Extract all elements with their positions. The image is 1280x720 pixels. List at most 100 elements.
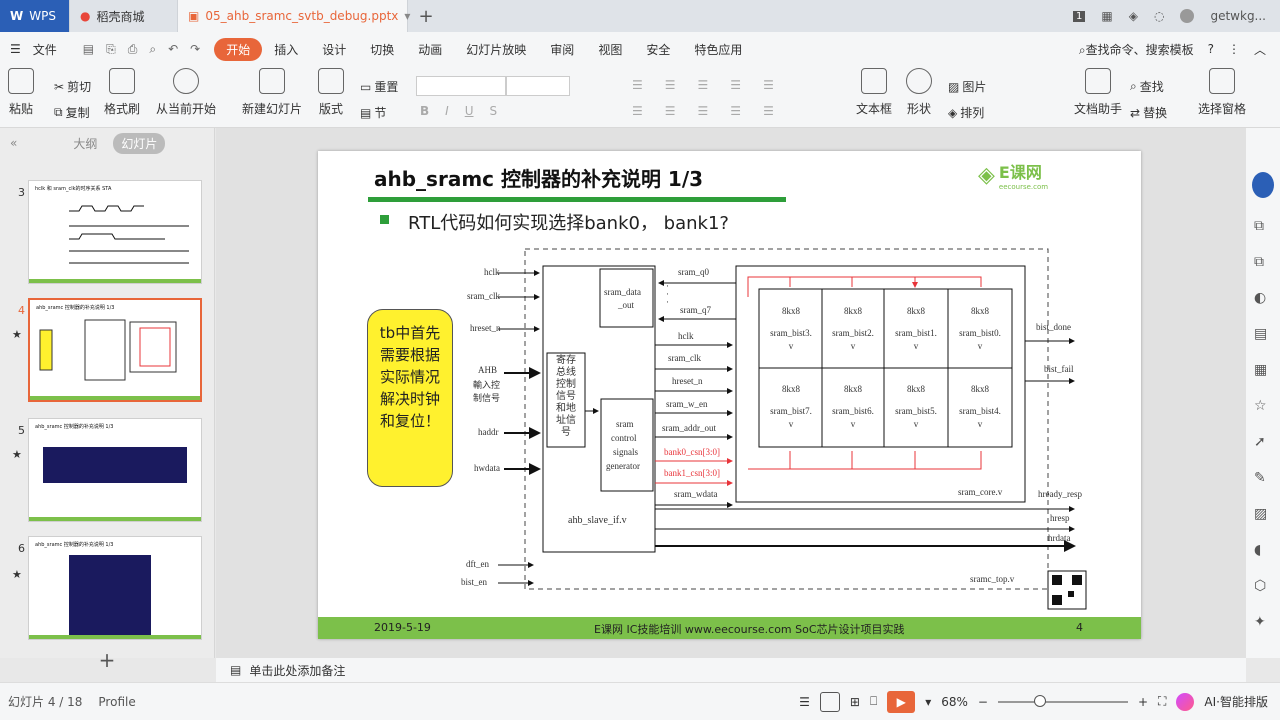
tab-outline[interactable]: 大纲 [73,136,98,151]
notes-placeholder[interactable]: 单击此处添加备注 [249,663,346,678]
menu-animation[interactable]: 动画 [418,42,443,57]
underline-icon[interactable]: U [464,104,474,118]
textbox-button[interactable]: 文本框 [856,68,892,117]
bold-icon[interactable]: B [420,104,430,118]
replace-button[interactable]: ⇄替换 [1130,104,1167,121]
notes-bar[interactable]: ▤ 单击此处添加备注 [216,658,1246,682]
italic-icon[interactable]: I [445,104,449,118]
spacing-icon[interactable]: ☰ [763,78,774,92]
cursor-icon[interactable]: ➚ [1254,434,1266,450]
slide-title[interactable]: ahb_sramc 控制器的补充说明 1/3 [374,167,704,191]
avatar[interactable] [1180,9,1195,23]
menu-home[interactable]: 开始 [214,37,263,61]
menu-icon[interactable]: ☰ [799,694,810,709]
doc-helper-button[interactable]: 文档助手 [1074,68,1122,117]
search-command[interactable]: ⌕查找命令、搜索模板 [1079,41,1194,58]
zoom-slider[interactable] [997,694,1128,707]
zoom-value[interactable]: 68% [941,694,968,709]
export-icon[interactable]: ⎘ [106,41,116,56]
layout-icon[interactable]: ▦ [1101,9,1113,23]
justify-icon[interactable]: ☰ [730,104,742,118]
template-icon[interactable]: ▦ [1254,362,1268,378]
bell-icon[interactable]: ◌ [1153,9,1165,23]
menu-features[interactable]: 特色应用 [694,42,743,57]
copy-button[interactable]: ⧉复制 [54,104,90,121]
indent-icon[interactable]: ☰ [697,78,709,92]
print-icon[interactable]: ⎙ [127,41,138,56]
shape-button[interactable]: 形状 [906,68,932,117]
tool-icon[interactable]: ✦ [1254,614,1266,630]
zoom-in-icon[interactable]: + [1137,694,1149,709]
style-icon[interactable]: ◐ [1254,290,1267,306]
selection-pane-button[interactable]: 选择窗格 [1198,68,1246,117]
tab-document[interactable]: ▣05_ahb_sramc_svtb_debug.pptx▾ [178,0,411,32]
cut-button[interactable]: ✂剪切 [54,78,91,95]
close-icon[interactable]: ▾ [404,9,411,23]
menu-insert[interactable]: 插入 [274,42,299,57]
undo-icon[interactable]: ↶ [168,41,179,56]
zoom-out-icon[interactable]: − [977,694,988,709]
slide-thumbnail-3[interactable]: hclk 和 sram_clk的时序关系 STA [28,180,202,284]
copy-icon[interactable]: ⧉ [1254,218,1264,234]
help-button[interactable]: ? [1207,42,1214,56]
image-icon[interactable]: ▨ [1254,506,1268,522]
reading-view-icon[interactable]: ⎕ [869,694,878,708]
slide-thumbnail-5[interactable]: ahb_sramc 控制器的补充说明 1/3 [28,418,202,522]
user-name[interactable]: getwkg... [1210,9,1266,23]
menu-security[interactable]: 安全 [646,42,671,57]
zoom-thumb[interactable] [1033,694,1046,707]
preview-icon[interactable]: ⌕ [149,41,157,56]
align-center-icon[interactable]: ☰ [664,104,676,118]
picture-button[interactable]: ▨图片 [948,78,986,95]
paste-button[interactable]: 粘贴 [8,68,34,117]
normal-view-icon[interactable] [819,691,840,712]
more-icon[interactable]: ⋮ [1227,42,1240,56]
add-slide-button[interactable]: + [98,648,116,672]
shirt-icon[interactable]: ◈ [1128,9,1138,23]
arrange-button[interactable]: ◈排列 [948,104,984,121]
menu-file[interactable]: 文件 [32,42,57,57]
layout-icon[interactable]: ▤ [1254,326,1268,342]
ai-layout-button[interactable]: AI·智能排版 [1204,695,1268,709]
redo-icon[interactable]: ↷ [190,41,201,56]
profile-label[interactable]: Profile [98,694,136,709]
from-current-button[interactable]: 从当前开始 [156,68,216,117]
callout-box[interactable]: tb中首先需要根据实际情况解决时钟和复位！ [367,309,453,487]
menu-design[interactable]: 设计 [322,42,347,57]
align-left-icon[interactable]: ☰ [632,104,643,118]
bullets-icon[interactable]: ☰ [632,78,643,92]
badge-icon[interactable]: 1 [1073,10,1086,22]
layout-button[interactable]: 版式 [318,68,344,117]
star-icon[interactable]: ☆ [1254,398,1267,414]
columns-icon[interactable]: ☰ [763,104,774,118]
save-icon[interactable]: ▤ [82,41,95,56]
section-button[interactable]: ▤节 [360,104,386,121]
menu-transition[interactable]: 切换 [370,42,395,57]
audio-icon[interactable]: ◖ [1254,542,1262,558]
collapse-icon[interactable]: ︿ [1253,42,1266,57]
new-tab-button[interactable]: + [418,5,434,27]
play-button[interactable]: ▶ [887,690,916,713]
reset-button[interactable]: ▭重置 [360,78,398,95]
new-slide-button[interactable]: 新建幻灯片 [242,68,302,117]
slide-thumbnail-4[interactable]: ahb_sramc 控制器的补充说明 1/3 [28,298,202,402]
fit-icon[interactable]: ⛶ [1158,694,1167,708]
outdent-icon[interactable]: ☰ [730,78,742,92]
menu-slideshow[interactable]: 幻灯片放映 [466,42,527,57]
hamburger-icon[interactable]: ☰ [10,42,21,56]
dropdown-icon[interactable]: ▾ [925,694,932,709]
strike-icon[interactable]: S [489,104,498,118]
grid-view-icon[interactable]: ⊞ [849,694,860,709]
shield-icon[interactable]: ⬡ [1254,578,1267,594]
font-name-select[interactable] [416,76,506,96]
slide-design-icon[interactable] [1252,172,1274,198]
slide[interactable]: ahb_sramc 控制器的补充说明 1/3 ◈ E课网 eecourse.co… [318,151,1141,639]
bullet-text[interactable]: RTL代码如何实现选择bank0， bank1? [408,213,729,234]
edit-icon[interactable]: ✎ [1254,470,1266,486]
menu-view[interactable]: 视图 [598,42,623,57]
numbering-icon[interactable]: ☰ [664,78,676,92]
tab-daoke[interactable]: ●稻壳商城 [70,0,178,32]
menu-review[interactable]: 审阅 [550,42,575,57]
align-right-icon[interactable]: ☰ [697,104,709,118]
